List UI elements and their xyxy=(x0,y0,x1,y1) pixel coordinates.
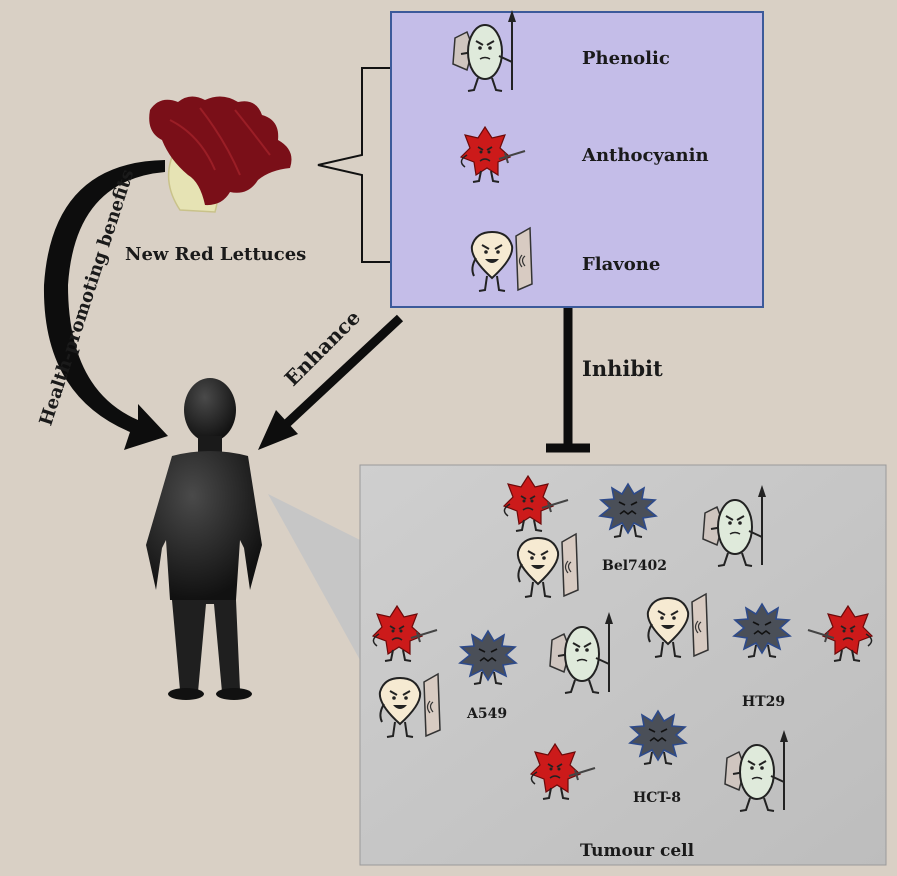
health-arrow xyxy=(43,160,168,450)
compound-flavone-label: Flavone xyxy=(582,254,661,275)
lettuce-label: New Red Lettuces xyxy=(125,244,307,265)
human-figure-icon xyxy=(146,378,262,700)
cell-line-a549-label: A549 xyxy=(467,706,508,722)
callout-wedge xyxy=(268,494,360,660)
bracket xyxy=(317,67,390,263)
inhibit-label: Inhibit xyxy=(582,356,663,381)
compound-anthocyanin-label: Anthocyanin xyxy=(582,145,709,166)
cell-line-hct8-label: HCT-8 xyxy=(633,790,682,806)
enhance-arrow-head xyxy=(258,410,298,450)
tumour-cell-label: Tumour cell xyxy=(580,841,695,861)
enhance-arrow-shaft xyxy=(278,314,404,432)
cell-line-bel7402-label: Bel7402 xyxy=(602,558,668,574)
red-lettuce-image xyxy=(149,96,292,213)
tumour-box xyxy=(359,464,887,866)
cell-line-ht29-label: HT29 xyxy=(742,694,786,710)
compound-phenolic-label: Phenolic xyxy=(582,48,670,69)
